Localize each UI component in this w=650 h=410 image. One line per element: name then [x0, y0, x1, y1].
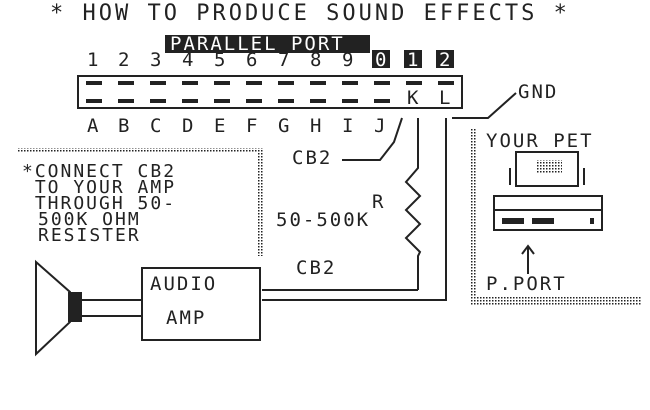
instruction-line-2: TO YOUR AMP	[22, 177, 176, 198]
pin-number-2: 2	[118, 49, 131, 71]
pin-number-11: 1	[407, 49, 420, 71]
pin-letter-j: J	[374, 115, 387, 137]
pin-number-3: 3	[150, 49, 163, 71]
resistor-letter: R	[372, 191, 385, 213]
cb2-wire	[342, 117, 403, 161]
pin-number-5: 5	[214, 49, 227, 71]
instruction-line-3: THROUGH 50-	[22, 193, 176, 214]
pin-number-10: 0	[375, 49, 388, 71]
amp-label-line-1: AUDIO	[150, 273, 217, 295]
audio-amp: AUDIO AMP	[141, 267, 261, 341]
instruction-panel: *CONNECT CB2 TO YOUR AMP THROUGH 50- 500…	[18, 148, 264, 256]
pin-numbers: 1 2 3 4 5 6 7 8 9 0 1 2	[87, 49, 454, 71]
pet-port-label: P.PORT	[486, 273, 567, 295]
pin-number-9: 9	[342, 49, 355, 71]
pin-number-1: 1	[87, 49, 100, 71]
cb2-bottom-label: CB2	[296, 257, 336, 279]
pin-letter-i: I	[342, 115, 355, 137]
pin-letter-e: E	[214, 115, 227, 137]
port-label: PARALLEL PORT	[170, 33, 345, 55]
port-arrow-icon	[521, 244, 535, 274]
parallel-port-connector: K L	[77, 75, 463, 109]
amp-label-line-2: AMP	[166, 307, 206, 329]
port-label-banner	[165, 35, 370, 53]
instruction-line-1: *CONNECT CB2	[22, 161, 176, 182]
pin-letter-c: C	[150, 115, 163, 137]
pin-number-7: 7	[278, 49, 291, 71]
pin-letter-b: B	[118, 115, 131, 137]
amp-ground-wire	[262, 118, 447, 301]
pin-number-8: 8	[310, 49, 323, 71]
cb2-top-label: CB2	[292, 147, 332, 169]
pet-computer-icon	[493, 151, 603, 231]
instruction-line-5: RESISTER	[38, 225, 141, 246]
pin-letters: A B C D E F G H I J	[87, 115, 387, 137]
gnd-label: GND	[518, 81, 558, 103]
speaker-icon	[35, 259, 142, 357]
page-title: * HOW TO PRODUCE SOUND EFFECTS *	[50, 1, 570, 26]
pin-letter-f: F	[246, 115, 259, 137]
pin-letter-g: G	[278, 115, 291, 137]
pin-letter-d: D	[182, 115, 195, 137]
pet-label: YOUR PET	[486, 130, 594, 152]
pin-number-12: 2	[439, 49, 452, 71]
instruction-line-4: 500K OHM	[38, 209, 141, 230]
pin-letter-a: A	[87, 115, 100, 137]
pet-panel: YOUR PET P.PORT	[470, 128, 642, 306]
pin-number-6: 6	[246, 49, 259, 71]
pin-l-label: L	[439, 87, 452, 109]
resistor	[404, 118, 422, 290]
pin-k-label: K	[407, 87, 420, 109]
pin-number-4: 4	[182, 49, 195, 71]
resistor-value: 50-500K	[276, 209, 370, 231]
gnd-wire	[452, 92, 517, 119]
pin-letter-h: H	[310, 115, 323, 137]
